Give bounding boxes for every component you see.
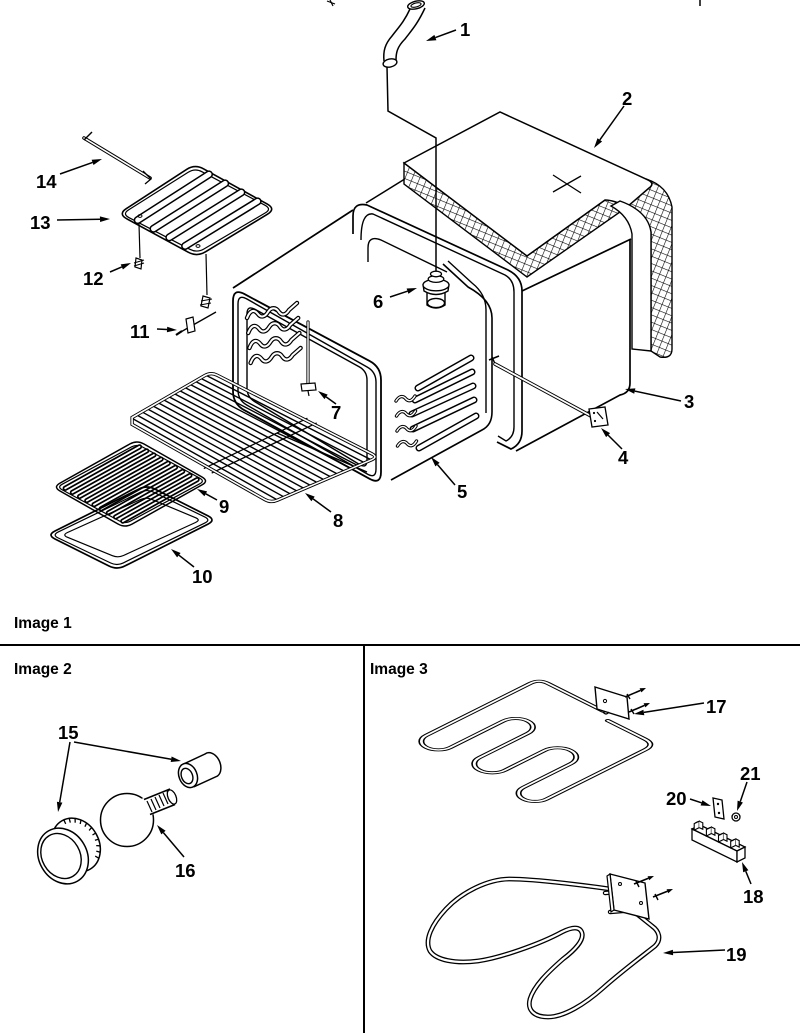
svg-text:3: 3 xyxy=(684,391,694,412)
svg-text:1: 1 xyxy=(460,19,470,40)
svg-text:21: 21 xyxy=(740,763,761,784)
svg-text:13: 13 xyxy=(30,212,51,233)
svg-text:20: 20 xyxy=(666,788,687,809)
svg-text:9: 9 xyxy=(219,496,229,517)
svg-text:17: 17 xyxy=(706,696,727,717)
svg-text:4: 4 xyxy=(618,447,629,468)
svg-text:18: 18 xyxy=(743,886,764,907)
svg-text:16: 16 xyxy=(175,860,196,881)
svg-text:14: 14 xyxy=(36,171,57,192)
svg-text:5: 5 xyxy=(457,481,467,502)
svg-text:19: 19 xyxy=(726,944,747,965)
svg-text:6: 6 xyxy=(373,291,383,312)
svg-text:8: 8 xyxy=(333,510,343,531)
svg-text:7: 7 xyxy=(331,402,341,423)
svg-text:Image 3: Image 3 xyxy=(370,661,428,678)
svg-text:2: 2 xyxy=(622,88,632,109)
svg-text:10: 10 xyxy=(192,566,213,587)
svg-text:Image 1: Image 1 xyxy=(14,615,72,632)
svg-text:12: 12 xyxy=(83,268,104,289)
svg-text:11: 11 xyxy=(130,321,150,342)
svg-text:Image 2: Image 2 xyxy=(14,661,72,678)
svg-text:15: 15 xyxy=(58,722,79,743)
